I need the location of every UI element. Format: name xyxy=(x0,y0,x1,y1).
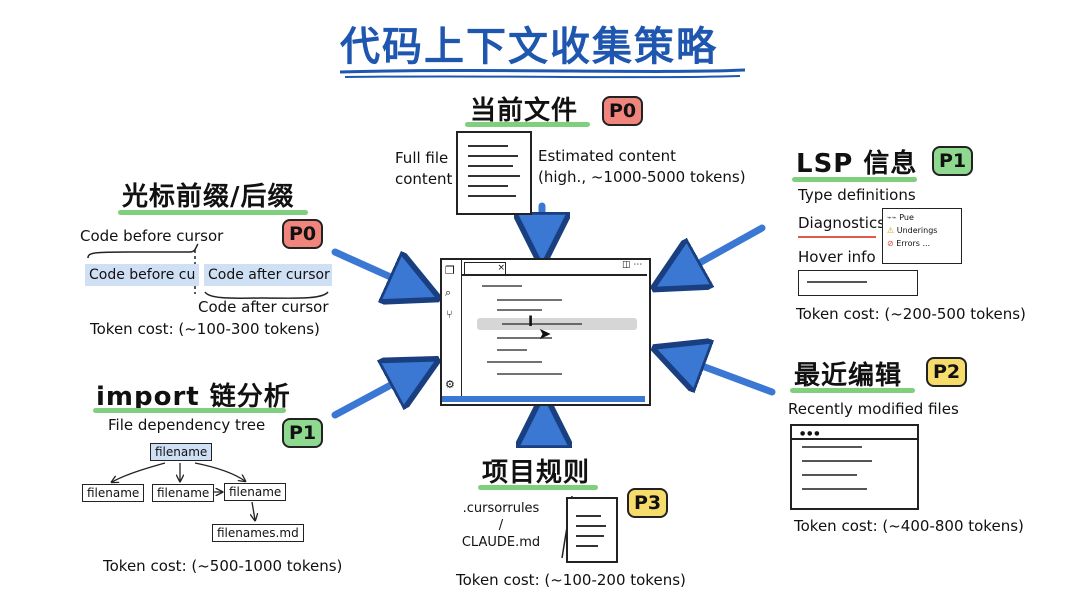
code-after-cursor-label: Code after cursor xyxy=(198,298,329,316)
editor-activity-bar: ❐ ⌕ ⑂ ⚙ xyxy=(442,260,462,398)
diagnostics-popup: ⌁⌁ Pue ⚠ Underings ⊘ Errors ... xyxy=(882,208,962,264)
diagnostics-underline xyxy=(798,236,876,238)
tree-child-node: filename xyxy=(82,484,145,502)
editor-window: ❐ ⌕ ⑂ ⚙ × ◫ ⋯ I ➤ xyxy=(440,258,651,406)
files-icon[interactable]: ❐ xyxy=(445,264,455,277)
imports-badge: P1 xyxy=(282,418,324,448)
tree-child-node: filename xyxy=(152,484,215,502)
rules-title: 项目规则 xyxy=(482,458,591,488)
tree-leaf-node: filenames.md xyxy=(212,524,304,542)
code-after-chip: Code after cursor xyxy=(204,264,332,286)
lsp-badge: P1 xyxy=(932,146,974,176)
rules-files-label: .cursorrules / CLAUDE.md xyxy=(461,501,541,550)
current-file-underline xyxy=(465,122,590,127)
recent-token-cost: Token cost: (~400-800 tokens) xyxy=(794,517,1024,535)
diagnostics-label: Diagnostics xyxy=(798,214,886,232)
arrow-lsp xyxy=(676,224,766,276)
arrow-cursor xyxy=(331,248,415,288)
editor-status-bar xyxy=(442,396,645,402)
page-title: 代码上下文收集策略 xyxy=(340,24,718,70)
cursor-badge: P0 xyxy=(282,219,324,249)
rules-token-cost: Token cost: (~100-200 tokens) xyxy=(456,571,686,589)
recent-files-window: ● ● ● xyxy=(790,424,919,510)
rules-badge: P3 xyxy=(627,488,669,518)
code-before-chip: Code before cu xyxy=(85,264,199,286)
cursor-underline xyxy=(118,210,308,215)
hover-info-label: Hover info xyxy=(798,248,876,266)
editor-tab-bar-line xyxy=(461,274,647,276)
settings-gear-icon[interactable]: ⚙ xyxy=(445,378,455,391)
recent-files-label: Recently modified files xyxy=(788,400,959,418)
current-file-badge: P0 xyxy=(602,96,644,126)
dependency-tree-label: File dependency tree xyxy=(108,416,266,434)
lsp-title: LSP 信息 xyxy=(796,149,918,179)
search-icon[interactable]: ⌕ xyxy=(445,286,452,299)
tree-root-node: filename xyxy=(150,443,213,461)
code-before-cursor-label: Code before cursor xyxy=(80,227,224,245)
full-file-label: Full file content xyxy=(395,149,453,188)
current-file-title: 当前文件 xyxy=(470,96,579,126)
arrow-recent xyxy=(678,357,776,396)
estimated-content-label: Estimated content (high., ~1000-5000 tok… xyxy=(538,147,746,186)
imports-underline xyxy=(93,408,286,413)
type-definitions-label: Type definitions xyxy=(798,186,916,204)
split-editor-icon[interactable]: ◫ ⋯ xyxy=(622,260,643,270)
cursor-title: 光标前缀/后缀 xyxy=(122,182,295,212)
hover-info-card xyxy=(798,270,918,296)
code-lines xyxy=(482,285,582,375)
lsp-token-cost: Token cost: (~200-500 tokens) xyxy=(796,305,1026,323)
imports-token-cost: Token cost: (~500-1000 tokens) xyxy=(103,557,343,575)
git-branch-icon[interactable]: ⑂ xyxy=(446,308,453,321)
recent-title: 最近编辑 xyxy=(794,361,903,391)
arrow-imports xyxy=(331,372,415,419)
recent-badge: P2 xyxy=(926,357,968,387)
text-cursor-icon: I xyxy=(528,314,534,330)
tree-child-node: filename xyxy=(224,483,287,501)
warning-icon: ⚠ xyxy=(887,226,895,235)
lsp-underline xyxy=(792,177,917,182)
error-icon: ⊘ xyxy=(887,239,894,248)
rules-document-icon xyxy=(566,497,618,563)
imports-title: import 链分析 xyxy=(96,382,291,412)
mouse-pointer-icon: ➤ xyxy=(538,324,552,343)
editor-tab[interactable]: × xyxy=(464,262,506,275)
file-document-icon xyxy=(456,131,532,215)
recent-underline xyxy=(790,388,915,393)
rules-underline xyxy=(478,485,598,490)
cursor-token-cost: Token cost: (~100-300 tokens) xyxy=(90,320,320,338)
